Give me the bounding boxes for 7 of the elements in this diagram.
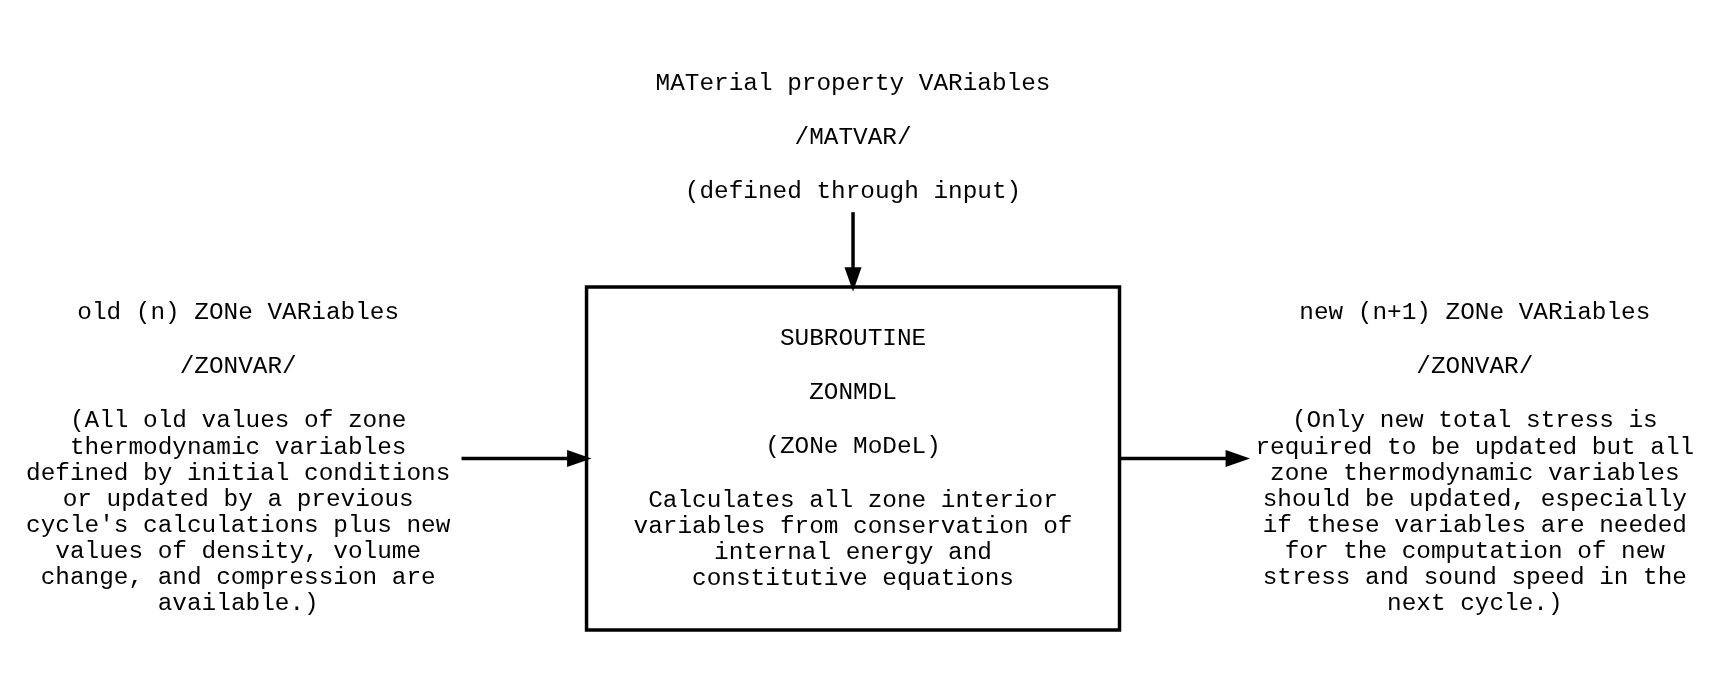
arrow bbox=[461, 449, 592, 467]
node-text: old (n) ZONe VARiables /ZONVAR/ (All old values of zone thermodynamic variables defined by initial conditions or updated by a previous cycle's calculations plus new values of density, volume change, and compression are available.) bbox=[26, 298, 451, 617]
node-box: SUBROUTINE ZONMDL (ZONe MoDeL) Calculates all zone interior variables from conservation of internal energy and constitutive equations bbox=[584, 284, 1122, 632]
arrow bbox=[844, 211, 862, 292]
arrow bbox=[1119, 449, 1250, 467]
node-text: MATerial property VARiables /MATVAR/ (defined through input) bbox=[655, 69, 1051, 205]
node-text: new (n+1) ZONe VARiables /ZONVAR/ (Only new total stress is required to be updated but all zone thermodynamic variables should be updated, especially if these variables are needed for the computation of new stress and sound speed in the next cycle.) bbox=[1255, 298, 1695, 617]
